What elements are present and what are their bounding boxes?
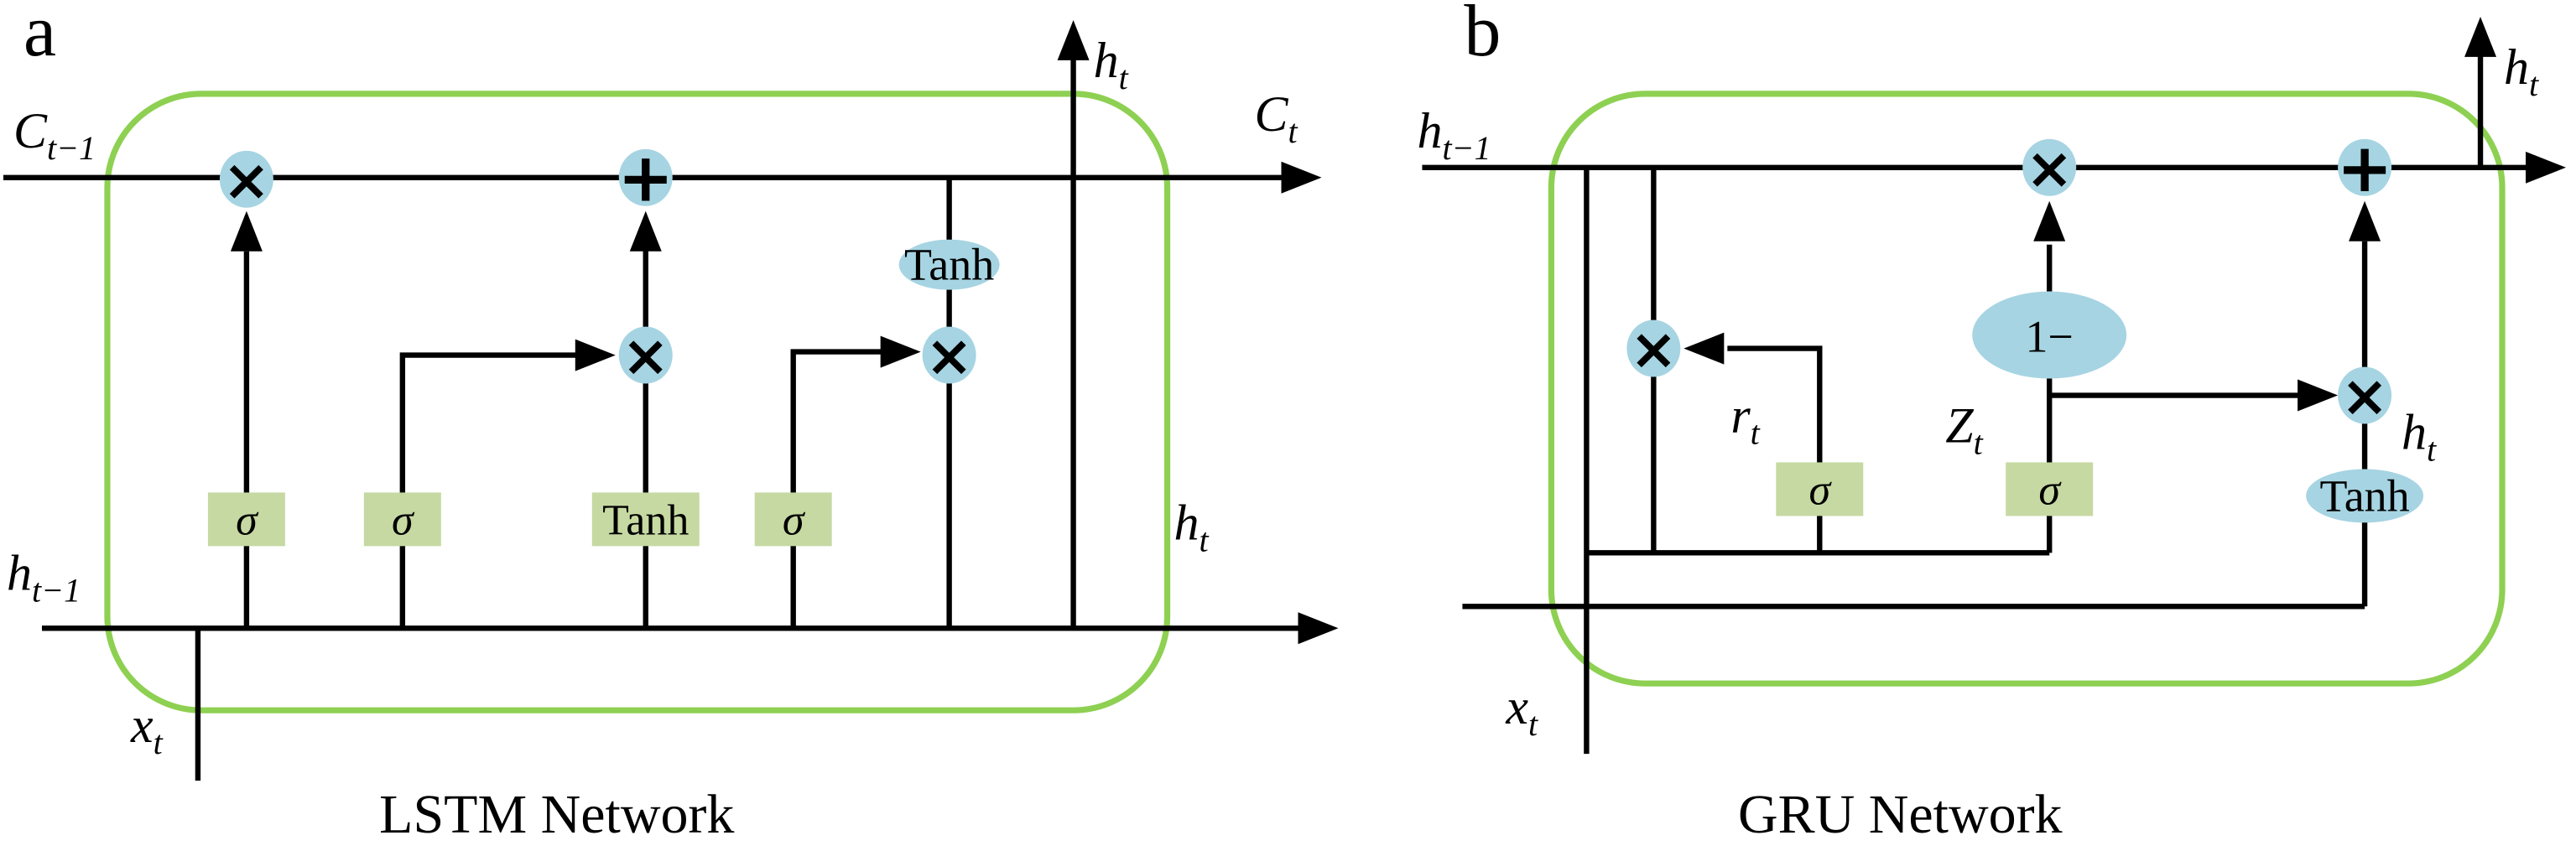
reset-signal-label: rt [1730,388,1760,452]
cell-state-arrowhead [1281,161,1322,194]
reset-multiply-node [1626,319,1681,377]
output-sigma-box [754,492,832,547]
candidate-add-arrowhead [629,210,662,252]
output-gate-line [790,349,886,629]
input-sigma-label: σ [392,496,415,544]
add-symbol: + [617,139,674,217]
candidate-hidden-label: ht [2402,404,2437,468]
hidden-in-label: ht−1 [7,545,81,609]
gru-caption: GRU Network [1738,784,2063,845]
input-x-label: xt [130,698,164,761]
one-minus-label: 1− [2025,312,2073,362]
forget-multiply-node [219,150,273,208]
candidate-add-arrowhead [2349,200,2381,241]
gru-hidden-in-label: ht−1 [1417,103,1491,167]
update-sigma-box [2006,462,2094,516]
output-sigma-label: σ [783,496,806,544]
tanh-ellipse-label: Tanh [2320,470,2410,521]
update-signal-label: Zt [1945,397,1983,461]
lstm-cell-border [104,91,1171,713]
hidden-output-up-arrowhead [1057,19,1090,60]
update-sigma-label: σ [2038,466,2062,514]
forget-gate-arrowhead [230,210,263,252]
gru-panel: × × + 1− × Tanh σ σ b ht−1 ht rt Zt ht x… [1417,0,2567,845]
hidden-out-top-label: ht [1094,33,1129,96]
gru-hidden-out-label: ht [2504,39,2539,103]
gru-hidden-output-up-arrowhead [2464,16,2497,57]
cell-add-node [618,148,673,206]
one-minus-ellipse [1972,291,2127,379]
reset-sigma-label: σ [1808,466,1832,514]
panel-b-tag: b [1464,0,1501,72]
input-gate-line [399,352,577,629]
multiply-symbol: × [622,324,669,390]
forget-multiply-node [2022,138,2077,196]
reset-gate-line [1727,345,1823,553]
input-gate-arrowhead [575,339,616,371]
input-multiply-node [618,326,673,384]
hidden-out-right-label: ht [1174,495,1210,558]
forget-sigma-label: σ [236,496,259,544]
panel-a-tag: a [23,0,56,72]
update-branch-arrowhead [2298,379,2339,412]
lstm-panel: × + × Tanh × σ σ Tanh σ a Ct−1 Ct ht ht−… [3,0,1339,845]
lstm-caption: LSTM Network [379,784,734,845]
gru-cell-border [1548,91,2506,687]
cell-state-out-label: Ct [1255,86,1298,150]
multiply-symbol: × [1630,317,1678,383]
input-sigma-box [363,492,441,547]
one-minus-arrowhead [2033,200,2066,241]
gru-add-node [2338,138,2392,196]
reset-gate-arrowhead [1684,332,1725,365]
gru-hidden-state-arrowhead [2526,151,2567,184]
cell-state-in-label: Ct−1 [13,103,96,167]
forget-sigma-box [207,492,285,547]
multiply-symbol: × [222,148,270,214]
multiply-symbol: × [2026,136,2074,202]
hidden-state-arrowhead [1298,612,1339,645]
multiply-symbol: × [925,324,973,390]
gru-input-x-label: xt [1505,679,1538,743]
tanh-ellipse-label: Tanh [904,240,994,290]
candidate-tanh-label: Tanh [602,496,689,544]
candidate-multiply-node [2338,366,2392,424]
multiply-symbol: × [2341,364,2389,430]
output-multiply-node [922,326,976,384]
candidate-tanh-ellipse [2306,469,2424,523]
reset-sigma-box [1776,462,1864,516]
candidate-tanh-box [591,492,700,547]
output-gate-arrowhead [880,335,921,368]
output-tanh-ellipse [898,239,1000,290]
add-symbol: + [2337,129,2393,207]
